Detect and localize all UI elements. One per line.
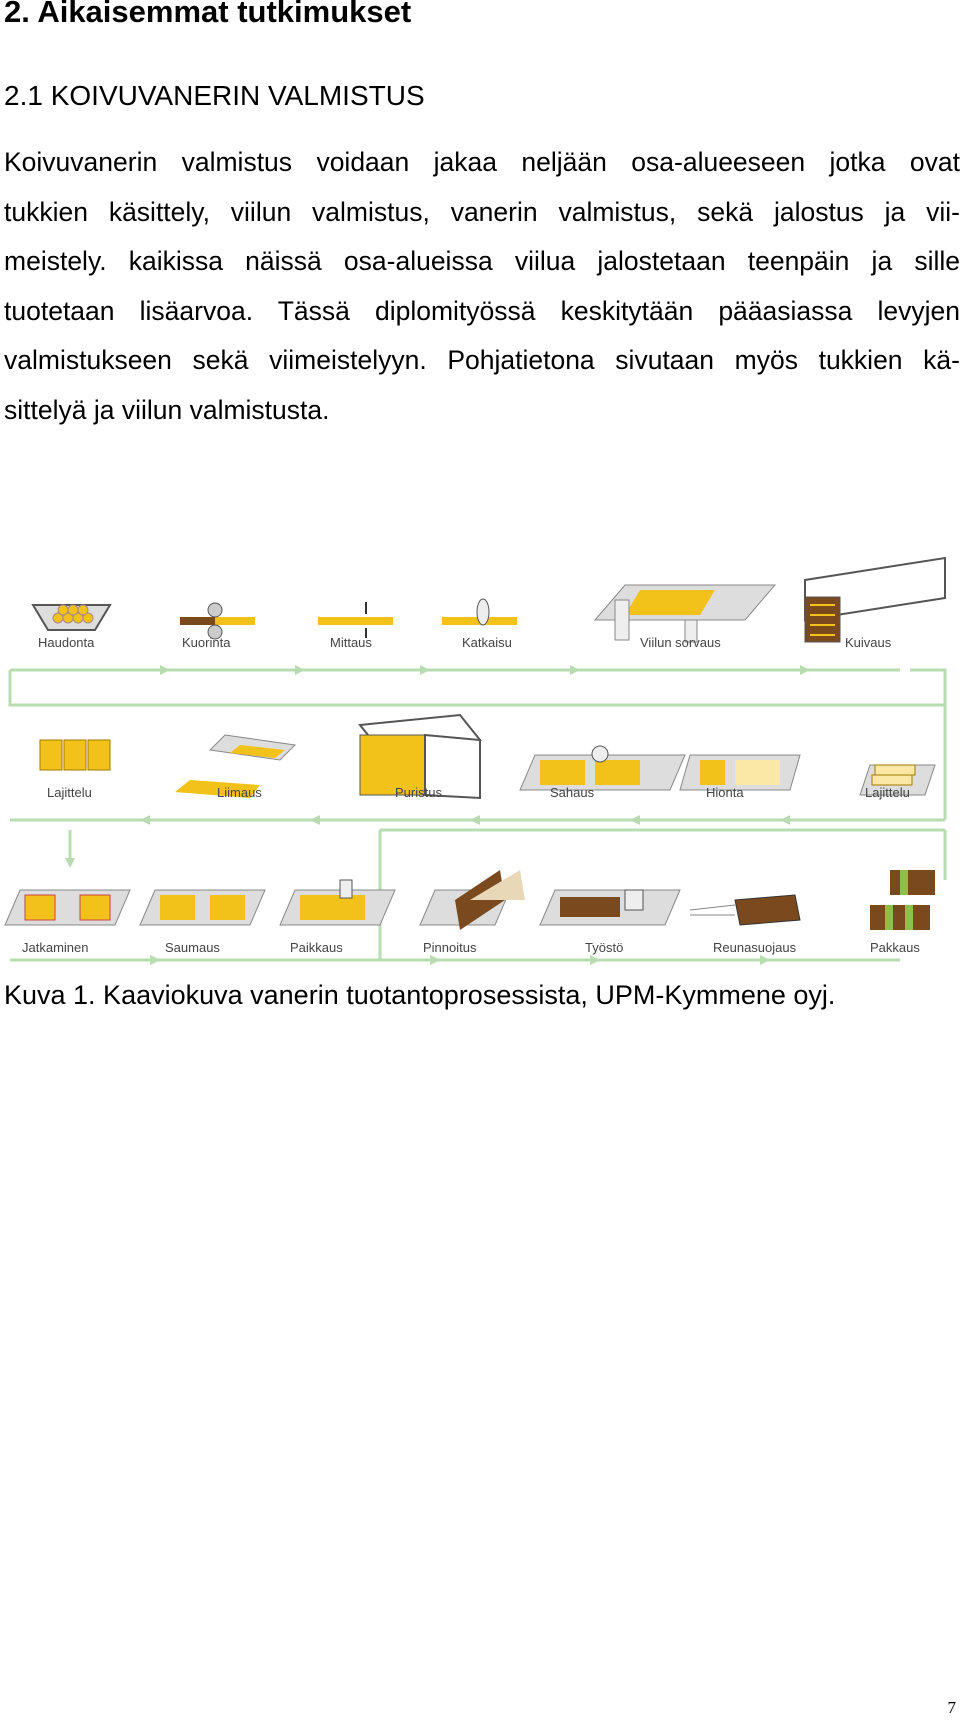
label-reunasuojaus: Reunasuojaus <box>713 940 797 955</box>
hionta-icon <box>679 754 801 791</box>
label-lajittelu-2: Lajittelu <box>865 785 910 800</box>
flow-arrows <box>65 665 810 965</box>
kuorinta-icon <box>180 602 255 640</box>
paragraph-line: Koivuvanerin valmistus voidaan jakaa nel… <box>4 147 960 177</box>
row2-labels: Lajittelu Liimaus Puristus Sahaus Hionta… <box>47 785 910 800</box>
label-hionta: Hionta <box>706 785 744 800</box>
saumaus-icon <box>139 889 266 926</box>
row3-labels: Jatkaminen Saumaus Paikkaus Pinnoitus Ty… <box>22 940 920 955</box>
label-tyosto: Työstö <box>585 940 623 955</box>
paragraph-line: tukkien käsittely, viilun valmistus, van… <box>4 196 960 227</box>
mittaus-icon <box>318 602 393 638</box>
label-haudonta: Haudonta <box>38 635 95 650</box>
tyosto-icon <box>539 889 681 926</box>
paragraph-line: meistely. kaikissa näissä osa-alueissa v… <box>4 246 960 276</box>
label-kuorinta: Kuorinta <box>182 635 231 650</box>
haudonta-icon <box>31 604 112 631</box>
viilun-sorvaus-icon <box>593 584 777 643</box>
sahaus-icon <box>519 745 686 791</box>
body-paragraph: Koivuvanerin valmistus voidaan jakaa nel… <box>4 138 960 435</box>
katkaisu-icon <box>442 598 517 626</box>
kuivaus-icon <box>804 556 946 643</box>
page-number: 7 <box>947 1698 957 1717</box>
paragraph-line: sittelyä ja viilun valmistusta. <box>4 394 330 425</box>
label-jatkaminen: Jatkaminen <box>22 940 88 955</box>
label-liimaus: Liimaus <box>217 785 262 800</box>
label-paikkaus: Paikkaus <box>290 940 343 955</box>
label-katkaisu: Katkaisu <box>462 635 512 650</box>
liimaus-icon <box>175 734 297 798</box>
pakkaus-icon <box>870 870 935 930</box>
lajittelu-icon <box>39 739 111 771</box>
paikkaus-icon <box>279 879 396 926</box>
row1-labels: Haudonta Kuorinta Mittaus Katkaisu Viilu… <box>38 635 892 650</box>
subsection-heading: 2.1 KOIVUVANERIN VALMISTUS <box>4 80 425 111</box>
label-pinnoitus: Pinnoitus <box>423 940 477 955</box>
label-saumaus: Saumaus <box>165 940 220 955</box>
label-kuivaus: Kuivaus <box>845 635 892 650</box>
figure-caption: Kuva 1. Kaaviokuva vanerin tuotantoprose… <box>4 980 836 1010</box>
label-pakkaus: Pakkaus <box>870 940 920 955</box>
label-mittaus: Mittaus <box>330 635 372 650</box>
label-puristus: Puristus <box>395 785 442 800</box>
label-lajittelu: Lajittelu <box>47 785 92 800</box>
label-sahaus: Sahaus <box>550 785 595 800</box>
lajittelu-stack-icon <box>859 764 936 796</box>
pinnoitus-icon <box>419 870 525 930</box>
puristus-icon <box>358 713 482 800</box>
paragraph-line: valmistukseen sekä viimeistelyyn. Pohjat… <box>4 345 960 375</box>
reunasuojaus-icon <box>689 894 801 926</box>
paragraph-line: tuotetaan lisäarvoa. Tässä diplomityössä… <box>4 295 960 326</box>
jatkaminen-icon <box>4 889 131 926</box>
production-process-diagram: Haudonta Kuorinta Mittaus Katkaisu Viilu… <box>4 556 947 965</box>
label-viilun-sorvaus: Viilun sorvaus <box>640 635 721 650</box>
section-heading: 2. Aikaisemmat tutkimukset <box>4 0 412 29</box>
